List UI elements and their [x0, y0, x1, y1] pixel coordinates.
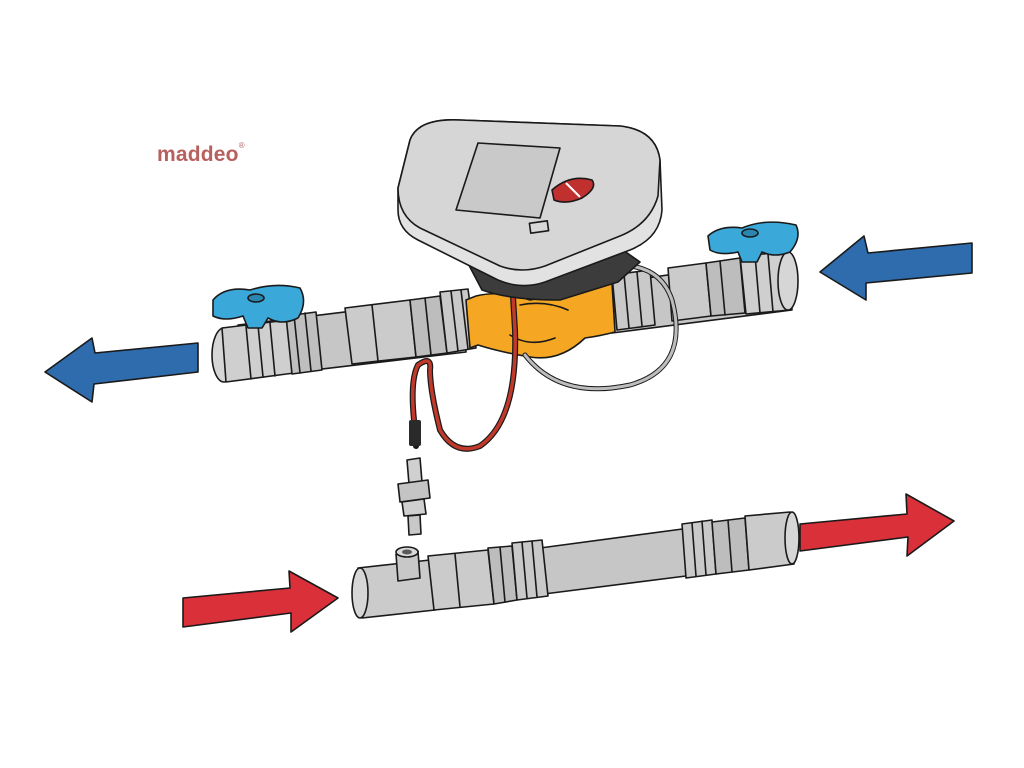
- upper-left-couplers: [344, 288, 477, 365]
- supply-flow-arrow-right: [799, 493, 955, 557]
- heat-meter-calculator: [397, 119, 663, 301]
- ball-valve-right-handle: [707, 221, 799, 263]
- brand-logo: maddeo®: [157, 141, 245, 167]
- upper-right-couplers: [611, 257, 746, 331]
- temperature-sensor-probe: [397, 457, 431, 536]
- ball-valve-left-handle: [212, 284, 305, 329]
- registered-mark: ®: [238, 141, 245, 150]
- return-flow-arrow-left: [44, 337, 199, 403]
- brand-name: maddeo: [157, 143, 239, 166]
- supply-flow-arrow-left: [182, 570, 339, 633]
- lower-pipe-main-section: [539, 527, 695, 595]
- lower-pipe-assembly: [351, 511, 800, 619]
- upper-left-end-fitting: [211, 311, 323, 383]
- return-flow-arrow-right: [819, 235, 973, 301]
- meter-display-window: [455, 142, 561, 219]
- upper-pipe-assembly: [211, 119, 799, 452]
- sensor-cable-tip: [409, 420, 421, 446]
- meter-optical-port: [528, 219, 550, 235]
- sensor-port-boss: [395, 546, 421, 582]
